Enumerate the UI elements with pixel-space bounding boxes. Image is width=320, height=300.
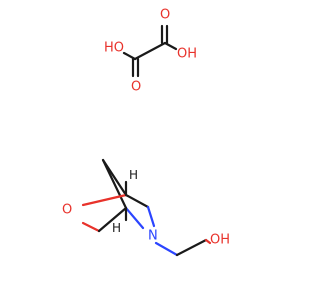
ch2-n-bond (146, 205, 156, 228)
bh1-ring-o-bond (81, 193, 128, 207)
bridge-to-bh2-bond (101, 158, 128, 210)
oxalic-cc-bond (133, 41, 167, 61)
ring-o-ch2-bond (81, 221, 101, 233)
oxalic-right-carbonyl-o-label: O (160, 8, 170, 23)
h-bottom-label: H (112, 221, 121, 235)
ring-oxygen-label: O (62, 203, 72, 218)
chemical-structure-canvas: HO OH O O O N H H OH (62, 8, 230, 257)
nitrogen-label: N (148, 229, 158, 244)
ch2-ch2-bond (175, 238, 208, 257)
oxalic-left-carbonyl-o-label: O (131, 80, 141, 95)
oxalic-acid: HO OH O O (104, 8, 197, 95)
bh2-n-bond (124, 206, 145, 230)
ch2-oh-bond (204, 238, 212, 245)
ch2-bh2-bond (97, 206, 128, 233)
oxalic-right-hydroxyl-label: OH (177, 47, 197, 62)
oxalic-left-hydroxyl-label: HO (104, 41, 124, 56)
h-top-label: H (129, 168, 138, 182)
hydroxyl-label: OH (210, 233, 230, 248)
n-ch2-bond (154, 241, 179, 257)
bicyclic-amine: O N H H OH (62, 158, 230, 257)
structure-svg: HO OH O O O N H H OH (62, 8, 230, 257)
bh1-ch2-bond (124, 193, 150, 209)
